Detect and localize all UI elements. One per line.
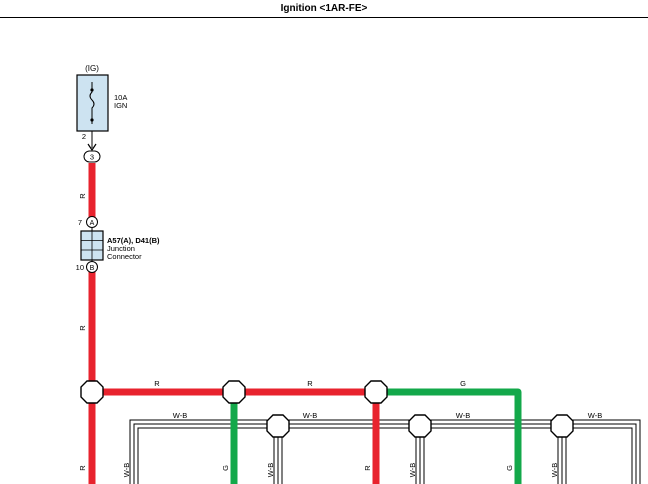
- wire-label-wb-vert-1: W-B: [122, 463, 131, 477]
- connector-arrow-icon: [87, 143, 97, 152]
- fuse-terminal-top: [90, 88, 94, 92]
- splice-point-ground-2: [408, 414, 432, 438]
- wire-label-r-drop-3: R: [363, 465, 372, 471]
- wire-label-g-horiz: G: [460, 379, 466, 388]
- junction-desc-line2: Connector: [107, 252, 142, 261]
- ground-drop-1: [273, 432, 283, 484]
- wire-label-wb-vert-2: W-B: [266, 463, 275, 477]
- ground-bus-line-outer: [129, 419, 641, 484]
- fuse-icon: [89, 82, 95, 124]
- wire-label-r-middle: R: [78, 325, 87, 331]
- splice-point-ground-1: [266, 414, 290, 438]
- wire-labels: R R R R R G G R G W-B W-B W-B W-B W-B W-…: [78, 193, 602, 478]
- fuse-connector-pill: [83, 150, 101, 163]
- green-wires: [230, 388, 522, 484]
- wire-label-wb-1: W-B: [173, 411, 187, 420]
- junction-pin-top-letter: A: [90, 220, 95, 227]
- splice-point-ground-3: [550, 414, 574, 438]
- wire-label-r-upper: R: [78, 193, 87, 199]
- wire-label-r-horiz-2: R: [307, 379, 313, 388]
- wire-label-r-horiz-1: R: [154, 379, 160, 388]
- wire-label-wb-vert-3: W-B: [408, 463, 417, 477]
- wire-label-r-lower: R: [78, 465, 87, 471]
- fuse-block: (IG) 10A IGN 2 3: [76, 64, 127, 163]
- junction-desc-line1: Junction: [107, 244, 135, 253]
- wire-label-wb-2: W-B: [303, 411, 317, 420]
- wire-label-g-drop-4: G: [505, 465, 514, 471]
- wire-label-g-drop-2: G: [221, 465, 230, 471]
- junction-pin-top: 7: [78, 218, 82, 227]
- title-rule: [0, 17, 648, 18]
- splice-point-3: [364, 380, 388, 404]
- green-wire-horizontal: [376, 388, 522, 484]
- junction-pin-bottom-letter: B: [90, 265, 95, 272]
- fuse-group-label: (IG): [85, 64, 99, 73]
- page-title: Ignition <1AR-FE>: [280, 3, 368, 14]
- wire-label-wb-vert-4: W-B: [550, 463, 559, 477]
- ground-bus: [129, 419, 641, 484]
- junction-pin-bottom-circle: [86, 261, 98, 273]
- junction-connector: 7 A B 10 A57(A), D41(B) Junction Connect…: [76, 216, 160, 273]
- fuse-connector-pin: 3: [90, 153, 94, 162]
- wire-label-wb-4: W-B: [588, 411, 602, 420]
- splice-point-main: [80, 380, 104, 404]
- fuse-pin-bottom: 2: [82, 132, 86, 141]
- junction-pin-bottom: 10: [76, 263, 84, 272]
- junction-pin-top-circle: [86, 216, 98, 228]
- red-wires: [88, 163, 380, 484]
- splice-points: [80, 380, 574, 438]
- fuse-terminal-bottom: [90, 118, 94, 122]
- fuse-rating: 10A: [114, 93, 127, 102]
- wire-label-wb-3: W-B: [456, 411, 470, 420]
- fuse-name: IGN: [114, 101, 127, 110]
- ground-bus-line-inner: [137, 427, 633, 484]
- ground-bus-line-middle: [133, 423, 637, 484]
- splice-point-2: [222, 380, 246, 404]
- ground-drop-3: [557, 432, 567, 484]
- ground-drop-2: [415, 432, 425, 484]
- junction-code: A57(A), D41(B): [107, 236, 160, 245]
